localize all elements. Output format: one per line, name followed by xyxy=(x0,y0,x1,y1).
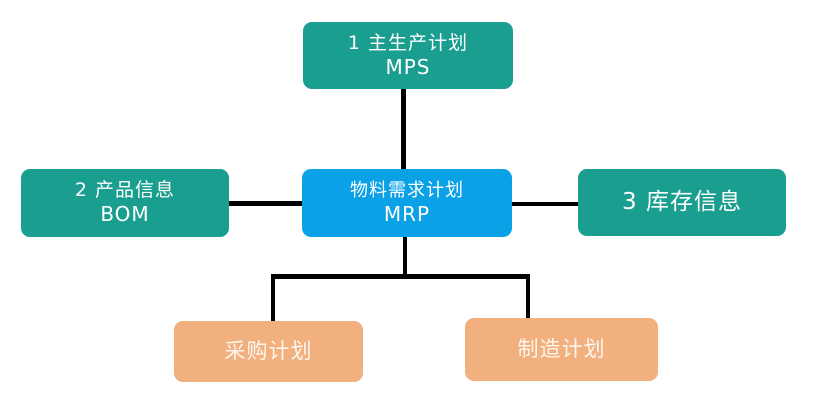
node-label: 1 主生产计划 xyxy=(347,31,469,54)
connector-to-purchase-plan xyxy=(271,274,275,321)
connector-inventory-to-mrp xyxy=(512,202,578,206)
node-bill-of-materials: 2 产品信息 BOM xyxy=(21,169,229,237)
node-sublabel: MRP xyxy=(383,201,431,226)
node-label: 3 库存信息 xyxy=(622,189,742,216)
node-label: 制造计划 xyxy=(517,336,606,361)
node-sublabel: MPS xyxy=(385,54,431,79)
node-label: 2 产品信息 xyxy=(74,179,176,202)
node-material-requirements-planning: 物料需求计划 MRP xyxy=(302,169,512,237)
node-purchase-plan: 采购计划 xyxy=(174,321,363,382)
connector-to-manufacturing-plan xyxy=(526,274,530,318)
connector-mrp-down xyxy=(403,237,407,277)
node-inventory-info: 3 库存信息 xyxy=(578,169,786,236)
node-manufacturing-plan: 制造计划 xyxy=(465,318,658,381)
connector-branch-bar xyxy=(271,274,530,279)
node-label: 采购计划 xyxy=(224,338,313,363)
node-master-production-schedule: 1 主生产计划 MPS xyxy=(303,22,513,89)
connector-bom-to-mrp xyxy=(229,201,302,206)
node-sublabel: BOM xyxy=(100,202,150,227)
connector-mps-to-mrp xyxy=(401,89,406,169)
node-label: 物料需求计划 xyxy=(350,179,464,201)
